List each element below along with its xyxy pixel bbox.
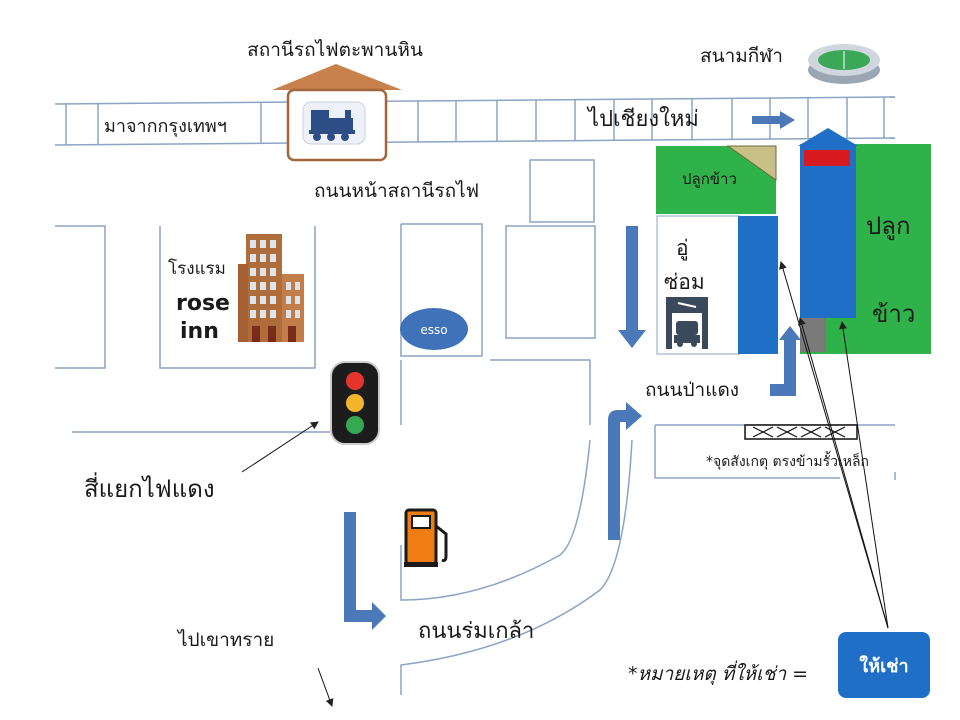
fuel-pump-icon	[404, 508, 448, 567]
hotel-label-en-2: inn	[180, 319, 219, 344]
garage-label-1: อู่	[676, 236, 689, 261]
station-road-label: ถนนหน้าสถานีรถไฟ	[314, 180, 479, 202]
hotel-label-en-1: rose	[176, 291, 230, 316]
padaeng-road-label: ถนนป่าแดง	[645, 379, 739, 401]
esso-station	[400, 308, 468, 350]
rice-field-large-label-1: ปลูก	[866, 212, 910, 241]
train-icon	[302, 101, 366, 145]
esso-label: esso	[420, 323, 447, 337]
intersection-label: สี่แยกไฟแดง	[84, 472, 215, 503]
station-label: สถานีรถไฟตะพานหิน	[247, 39, 423, 61]
rental-lot-left	[738, 216, 778, 354]
rental-lot-right	[798, 128, 858, 352]
landmark-note: *จุดสังเกตุ ตรงข้ามรั้วเหล็ก	[706, 451, 869, 470]
to-chiangmai-label: ไปเชียงใหม่	[586, 106, 699, 132]
railway	[54, 96, 896, 146]
for-rent-legend-box	[838, 632, 930, 698]
pointer-lines	[241, 261, 889, 707]
note-label: *หมายเหตุ ที่ให้เช่า =	[628, 660, 808, 685]
iron-fence	[744, 424, 858, 440]
garage-label-2: ซ่อม	[664, 270, 705, 294]
hotel-building-icon	[238, 234, 304, 342]
route-arrows	[344, 111, 801, 630]
from-bangkok-label: มาจากกรุงเทพฯ	[104, 116, 227, 137]
hotel-label-th: โรงแรม	[168, 258, 226, 279]
stadium-label: สนามกีฬา	[700, 45, 783, 67]
rice-field-large-label-2: ข้าว	[872, 300, 915, 328]
garage-icon	[666, 297, 708, 349]
romklao-road-label: ถนนร่มเกล้า	[418, 619, 534, 644]
for-rent-legend-text: ให้เช่า	[859, 655, 908, 677]
rice-field-small-label: ปลูกข้าว	[682, 170, 737, 188]
stadium-icon	[808, 44, 880, 84]
roof-marker-yellow	[726, 145, 777, 181]
traffic-light-icon	[330, 361, 380, 445]
to-khaosai-label: ไปเขาทราย	[176, 629, 274, 651]
